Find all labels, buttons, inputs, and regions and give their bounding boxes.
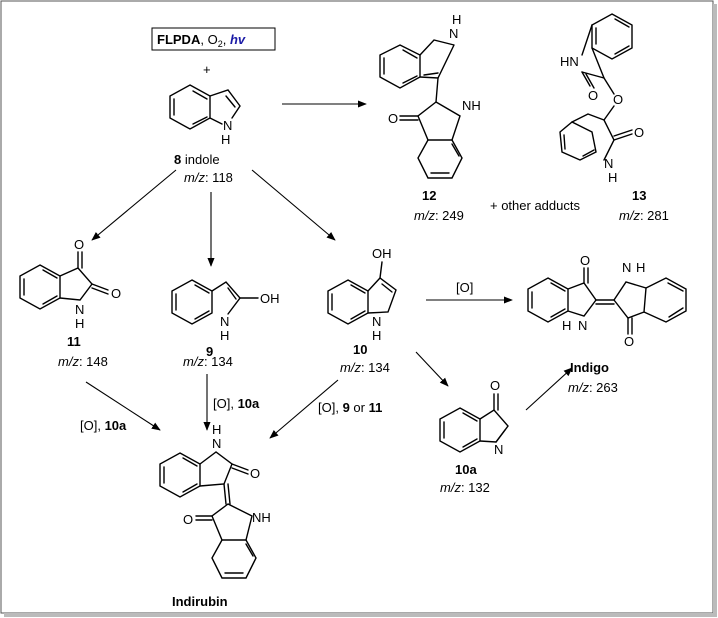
compound-12-structure: N H O NH — [379, 12, 481, 179]
reagent-o2: O — [208, 32, 218, 47]
svg-text:HN: HN — [560, 54, 579, 69]
condition-from-9: [O], 10a — [213, 396, 260, 411]
svg-text:NH: NH — [252, 510, 271, 525]
svg-text:OH: OH — [260, 291, 280, 306]
arrow-11-to-indirubin — [85, 381, 161, 431]
compound-10-mz: m/z: 134 — [340, 360, 390, 375]
arrow-10a-to-indigo — [525, 367, 573, 411]
svg-text:N: N — [578, 318, 587, 333]
reagent-light: hv — [230, 32, 246, 47]
compound-10-label: 10 — [353, 342, 367, 357]
svg-text:O: O — [183, 512, 193, 527]
svg-text:H: H — [372, 328, 381, 343]
compound-12-label: 12 — [422, 188, 436, 203]
svg-text:O: O — [580, 253, 590, 268]
arrow-10-to-10a — [415, 351, 449, 387]
svg-text:NH: NH — [462, 98, 481, 113]
compound-13-structure: HN O O O N H — [559, 13, 644, 185]
svg-text:O: O — [250, 466, 260, 481]
compound-10-structure: OH N H — [327, 246, 397, 343]
condition-to-indigo: [O] — [456, 280, 473, 295]
svg-text:N: N — [372, 314, 381, 329]
frame-shadow-bottom — [4, 613, 715, 617]
indirubin-label: Indirubin — [172, 594, 228, 609]
svg-text:N: N — [212, 436, 221, 451]
svg-text:N: N — [75, 302, 84, 317]
svg-text:H: H — [75, 316, 84, 331]
svg-text:N: N — [449, 26, 458, 41]
svg-text:O: O — [634, 125, 644, 140]
indigo-mz: m/z: 263 — [568, 380, 618, 395]
reagent-box: FLPDA, O2, hv — [151, 27, 276, 51]
c8-h: H — [221, 132, 230, 147]
svg-text:H: H — [452, 12, 461, 27]
arrow-10-to-indirubin — [269, 379, 339, 439]
compound-9-mz: m/z: 134 — [183, 354, 233, 369]
svg-text:O: O — [111, 286, 121, 301]
compound-13-label: 13 — [632, 188, 646, 203]
indigo-structure: O N H N H O — [527, 253, 687, 349]
reagent-name: FLPDA — [157, 32, 201, 47]
reagent-o2-sub: 2 — [218, 39, 223, 49]
compound-8-mz: m/z: 118 — [184, 170, 233, 185]
condition-from-11: [O], 10a — [80, 418, 127, 433]
compound-11-structure: O O N H — [19, 237, 121, 331]
compound-8-label: 8 indole — [174, 152, 220, 167]
svg-text:H: H — [212, 422, 221, 437]
svg-text:N: N — [220, 314, 229, 329]
svg-text:O: O — [624, 334, 634, 349]
svg-text:O: O — [613, 92, 623, 107]
c8-n: N — [223, 118, 232, 133]
svg-text:FLPDA, O2, hv: FLPDA, O2, hv — [157, 32, 246, 49]
compound-11-label: 11 — [67, 334, 81, 349]
indirubin-structure: N H O NH O — [159, 422, 271, 579]
svg-text:H: H — [220, 328, 229, 343]
compound-9-label: 9 — [206, 344, 213, 359]
compound-10a-structure: O N — [439, 378, 509, 457]
compound-10a-label: 10a — [455, 462, 477, 477]
svg-text:H: H — [636, 260, 645, 275]
compound-12-mz: m/z: 249 — [414, 208, 464, 223]
indigo-label: Indigo — [570, 360, 609, 375]
svg-text:O: O — [588, 88, 598, 103]
svg-text:N: N — [494, 442, 503, 457]
compound-8-structure: N H — [169, 84, 241, 147]
plus-sign: + — [203, 62, 211, 77]
svg-text:OH: OH — [372, 246, 392, 261]
svg-text:O: O — [74, 237, 84, 252]
svg-text:N: N — [622, 260, 631, 275]
svg-text:N: N — [604, 156, 613, 171]
other-adducts-text: + other adducts — [490, 198, 580, 213]
compound-9-structure: OH N H — [171, 279, 280, 343]
frame-shadow-right — [713, 4, 717, 617]
svg-text:O: O — [490, 378, 500, 393]
condition-from-10: [O], 9 or 11 — [318, 400, 382, 415]
arrow-indole-to-11 — [91, 169, 177, 241]
compound-13-mz: m/z: 281 — [619, 208, 669, 223]
arrow-indole-to-10 — [251, 169, 336, 241]
svg-text:H: H — [562, 318, 571, 333]
svg-text:H: H — [608, 170, 617, 185]
svg-text:O: O — [388, 111, 398, 126]
compound-11-mz: m/z: 148 — [58, 354, 108, 369]
compound-10a-mz: m/z: 132 — [440, 480, 490, 495]
